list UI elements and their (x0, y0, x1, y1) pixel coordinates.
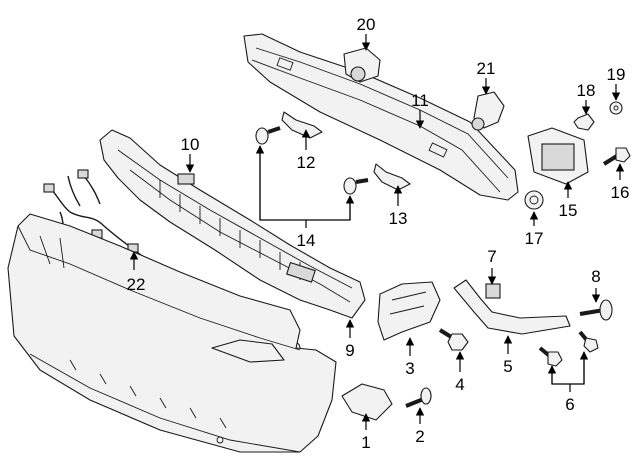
part-21-parking-sensor (471, 91, 505, 131)
callout-22: 22 (127, 275, 146, 294)
part-7-clip (485, 283, 501, 299)
callout-11: 11 (411, 91, 429, 110)
part-11-reinforcement-beam (243, 33, 519, 201)
callout-2: 2 (415, 427, 424, 446)
callout-12: 12 (297, 153, 316, 172)
callout-18: 18 (577, 81, 596, 100)
part-10-clip (177, 173, 195, 185)
part-19-washer (609, 101, 623, 115)
callout-10: 10 (181, 135, 200, 154)
callout-9: 9 (345, 341, 354, 360)
part-13-bracket (373, 163, 411, 191)
callout-14: 14 (297, 231, 316, 250)
callout-7: 7 (487, 247, 496, 266)
part-16-bolt (602, 147, 631, 166)
part-1-reflector (341, 383, 393, 421)
callout-20: 20 (357, 15, 376, 34)
part-17-nut (524, 190, 544, 210)
callout-3: 3 (405, 359, 414, 378)
part-2-screw (405, 387, 432, 408)
callout-16: 16 (611, 183, 630, 202)
callout-5: 5 (503, 357, 512, 376)
callout-21: 21 (477, 59, 496, 78)
part-14-bolts (255, 126, 369, 195)
part-12-bracket (281, 111, 323, 139)
part-20-parking-sensor (343, 47, 381, 83)
callout-6: 6 (565, 395, 574, 414)
part-4-bolt (438, 328, 469, 351)
leader-lines (129, 34, 625, 430)
callout-13: 13 (389, 209, 408, 228)
callout-17: 17 (525, 229, 544, 248)
callout-19: 19 (607, 65, 626, 84)
callout-8: 8 (591, 267, 600, 286)
callout-1: 1 (361, 433, 370, 452)
part-9-energy-absorber (99, 129, 366, 319)
callout-numbers: 1 2 3 4 5 6 7 8 9 10 11 12 13 14 15 16 1… (127, 15, 630, 452)
part-8-screw (579, 299, 613, 321)
part-15-bracket (527, 127, 589, 185)
bumper-cover (7, 213, 337, 453)
part-18-nut (573, 113, 595, 131)
callout-15: 15 (559, 201, 578, 220)
part-5-side-support (453, 279, 571, 335)
callout-4: 4 (455, 375, 464, 394)
part-3-side-bracket (377, 281, 441, 341)
part-6-bolts (538, 330, 599, 367)
